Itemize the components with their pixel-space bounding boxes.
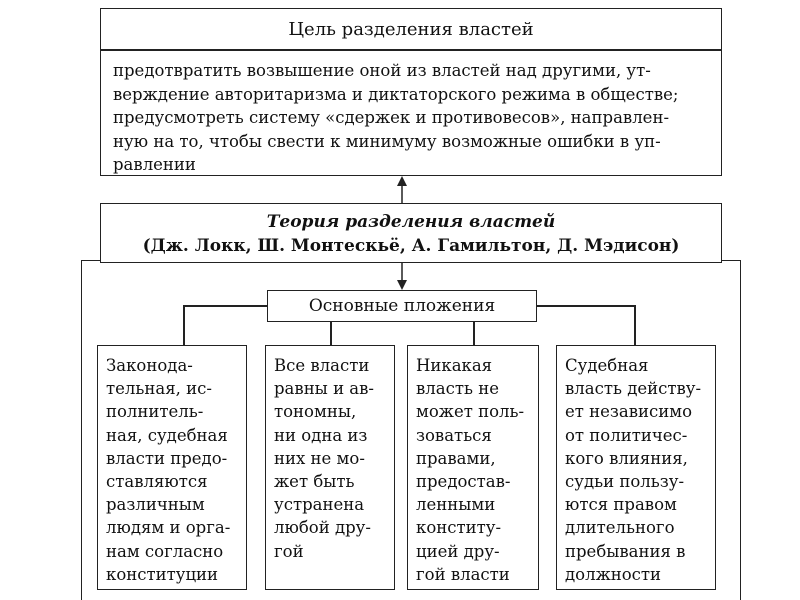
theory-authors: (Дж. Локк, Ш. Монтескьё, А. Гамильтон, Д… bbox=[142, 236, 680, 256]
connector-left-horizontal bbox=[183, 305, 267, 307]
principle-line: ются правом bbox=[565, 495, 677, 515]
arrow-down-to-principles bbox=[397, 263, 407, 290]
goal-title-box: Цель разделения властей bbox=[100, 8, 722, 50]
principle-line: жет быть bbox=[274, 472, 355, 492]
goal-text-line: предотвратить возвышение оной из властей… bbox=[113, 61, 651, 80]
goal-text-line: равлении bbox=[113, 155, 196, 174]
principle-line: может поль- bbox=[416, 402, 525, 422]
principle-line: длительного bbox=[565, 518, 675, 538]
connector-col4-vertical bbox=[634, 305, 636, 345]
principle-line: людям и орга- bbox=[106, 518, 231, 538]
principle-box-1: Законода- тельная, ис- полнитель- ная, с… bbox=[97, 345, 247, 590]
principle-line: ни одна из bbox=[274, 425, 368, 445]
goal-text-line: ную на то, чтобы свести к минимуму возмо… bbox=[113, 131, 661, 151]
principle-line: ет независимо bbox=[565, 402, 693, 422]
principle-line: предостав- bbox=[416, 472, 511, 492]
principle-line: любой дру- bbox=[274, 518, 371, 538]
principle-line: гой bbox=[274, 541, 304, 561]
principles-title-box: Основные пложения bbox=[267, 290, 537, 322]
goal-title: Цель разделения властей bbox=[288, 18, 534, 40]
connector-col2-vertical bbox=[330, 322, 332, 345]
principle-line: пребывания в bbox=[565, 541, 686, 561]
connector-col3-vertical bbox=[473, 322, 475, 345]
principle-box-3: Никакая власть не может поль- зоваться п… bbox=[407, 345, 539, 590]
connector-right-horizontal bbox=[537, 305, 634, 307]
principle-line: конститу- bbox=[416, 518, 502, 538]
principle-line: Законода- bbox=[106, 356, 193, 375]
principle-line: власть не bbox=[416, 379, 499, 399]
principle-box-4: Судебная власть действу- ет независимо о… bbox=[556, 345, 716, 590]
principle-line: тельная, ис- bbox=[106, 379, 212, 399]
principle-box-2: Все власти равны и ав- тономны, ни одна … bbox=[265, 345, 395, 590]
principle-line: различным bbox=[106, 495, 205, 515]
principle-line: ленными bbox=[416, 495, 496, 515]
goal-text-line: предусмотреть систему «сдержек и противо… bbox=[113, 108, 670, 127]
principle-line: тономны, bbox=[274, 402, 357, 422]
principle-line: равны и ав- bbox=[274, 379, 375, 399]
principle-line: гой власти bbox=[416, 564, 510, 584]
principle-line: кого влияния, bbox=[565, 448, 688, 468]
principle-line: них не мо- bbox=[274, 448, 365, 468]
principle-line: полнитель- bbox=[106, 402, 204, 422]
principle-line: конституции bbox=[106, 564, 219, 584]
principle-line: власть действу- bbox=[565, 379, 702, 399]
goal-text-line: верждение авторитаризма и диктаторского … bbox=[113, 84, 679, 104]
arrow-up-to-goal bbox=[397, 176, 407, 203]
principle-line: судьи пользу- bbox=[565, 472, 685, 492]
principle-line: от политичес- bbox=[565, 425, 688, 445]
theory-title: Теория разделения властей bbox=[266, 212, 556, 232]
principle-line: ная, судебная bbox=[106, 425, 228, 445]
principle-line: устранена bbox=[274, 495, 365, 515]
principle-line: цией дру- bbox=[416, 541, 500, 561]
goal-text-box: предотвратить возвышение оной из властей… bbox=[100, 50, 722, 176]
principle-line: ставляются bbox=[106, 472, 208, 492]
theory-box: Теория разделения властей (Дж. Локк, Ш. … bbox=[100, 203, 722, 263]
principle-line: Все власти bbox=[274, 356, 370, 375]
principle-line: правами, bbox=[416, 448, 496, 468]
principle-line: должности bbox=[565, 564, 662, 584]
principles-title: Основные пложения bbox=[308, 296, 496, 316]
principle-line: Судебная bbox=[565, 356, 649, 375]
principle-line: нам согласно bbox=[106, 541, 224, 561]
principle-line: зоваться bbox=[416, 425, 492, 445]
connector-col1-vertical bbox=[183, 305, 185, 345]
principle-line: власти предо- bbox=[106, 448, 228, 468]
principle-line: Никакая bbox=[416, 356, 493, 375]
